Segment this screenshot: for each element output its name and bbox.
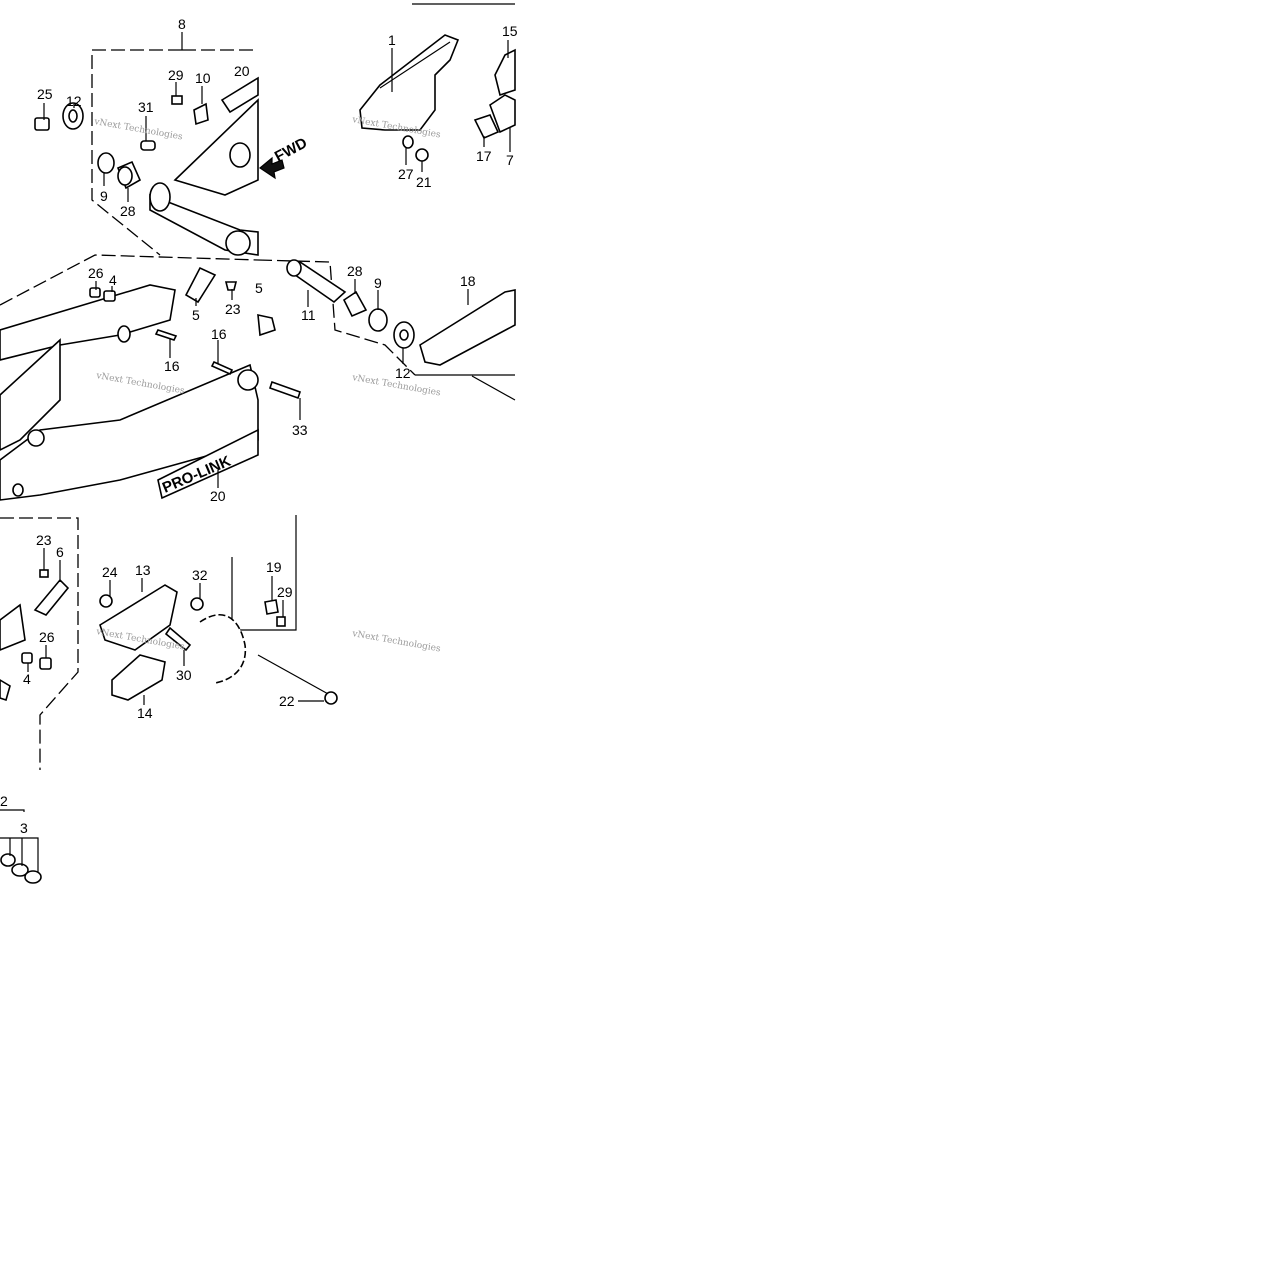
- callout-1: 1: [388, 32, 396, 48]
- chain-slider-5: [184, 266, 217, 304]
- callout-11: 11: [301, 307, 316, 323]
- callout-25: 25: [37, 86, 53, 102]
- callout-9-mid: 9: [374, 275, 382, 291]
- washer-9: [97, 152, 115, 174]
- watermark-3: vNext Technologies: [94, 371, 185, 397]
- nut-24: [99, 594, 113, 608]
- callout-13: 13: [135, 562, 151, 578]
- callout-6: 6: [56, 544, 64, 560]
- pivot-assembly: [34, 76, 259, 256]
- nut-19: [264, 599, 279, 615]
- callout-20-top: 20: [234, 63, 250, 79]
- bolt-29-b: [276, 616, 286, 627]
- callout-4-mid: 4: [109, 272, 117, 288]
- fwd-arrow-icon: [258, 156, 285, 180]
- screw-23-b: [39, 569, 49, 578]
- callout-2: 2: [0, 793, 8, 809]
- callout-27: 27: [398, 166, 414, 182]
- chain-case-assembly: [359, 34, 516, 162]
- fwd-label: FWD: [272, 134, 310, 165]
- collar-10: [193, 102, 209, 126]
- drive-chain: [199, 614, 247, 684]
- callout-33: 33: [292, 422, 308, 438]
- nut-26-b: [39, 657, 52, 670]
- callout-labels: 8 20 29 10 25 12 31 9 28 1 15 17 7 27 21…: [0, 16, 518, 836]
- callout-23-low: 23: [36, 532, 52, 548]
- forward-arrow: FWD: [258, 134, 310, 180]
- callout-12-mid: 12: [395, 365, 411, 381]
- screw-23: [224, 281, 238, 291]
- callout-17: 17: [476, 148, 492, 164]
- group-outlines: [0, 3, 515, 770]
- axle-22: [257, 654, 331, 696]
- leader-lines: [0, 40, 511, 872]
- callout-29-top: 29: [168, 67, 184, 83]
- callout-4-low: 4: [23, 671, 31, 687]
- swingarm: PRO-LINK: [0, 266, 276, 501]
- callout-26-low: 26: [39, 629, 55, 645]
- bolt-29: [171, 95, 183, 105]
- callout-12-top: 12: [66, 93, 82, 109]
- callout-19: 19: [266, 559, 282, 575]
- chain-guide-assembly: [99, 584, 338, 705]
- callout-8: 8: [178, 16, 186, 32]
- bushing-28-b: [342, 290, 368, 318]
- callout-28-mid: 28: [347, 263, 363, 279]
- callout-26-mid: 26: [88, 265, 104, 281]
- callout-7: 7: [506, 152, 514, 168]
- callout-30: 30: [176, 667, 192, 683]
- callout-16-a: 16: [211, 326, 227, 342]
- pivot-nut-25: [34, 117, 50, 131]
- watermark-6: vNext Technologies: [350, 629, 441, 655]
- callout-20-bottom: 20: [210, 488, 226, 504]
- callout-29-low: 29: [277, 584, 293, 600]
- chain-case-1: [359, 34, 460, 131]
- callout-21: 21: [416, 174, 432, 190]
- nut-4-b: [21, 652, 33, 664]
- nut-26: [89, 287, 101, 298]
- callout-15: 15: [502, 23, 518, 39]
- bolt-16-b: [154, 329, 178, 341]
- guide-plate-13: [99, 584, 178, 651]
- callout-22: 22: [279, 693, 295, 709]
- collar-17: [473, 114, 500, 140]
- bolt-30: [164, 626, 192, 652]
- callout-9-top: 9: [100, 188, 108, 204]
- master-link: [0, 853, 42, 884]
- callout-28-top: 28: [120, 203, 136, 219]
- bolt-33: [268, 380, 302, 400]
- guard-15: [494, 48, 516, 97]
- callout-10: 10: [195, 70, 211, 86]
- bolt-16: [210, 360, 234, 376]
- lower-left-group: [0, 569, 70, 702]
- callout-32: 32: [192, 567, 208, 583]
- callout-14: 14: [137, 705, 153, 721]
- bolt-31: [140, 140, 156, 151]
- bolt-32: [190, 597, 204, 611]
- callout-23-mid: 23: [225, 301, 241, 317]
- callout-5-mid: 5: [192, 307, 200, 323]
- callout-31: 31: [138, 99, 154, 115]
- callout-5-edge: 5: [255, 280, 263, 296]
- nut-4: [103, 290, 116, 302]
- guide-block-14: [111, 654, 166, 701]
- callout-16-b: 16: [164, 358, 180, 374]
- callout-3: 3: [20, 820, 28, 836]
- pro-link-decal: [157, 428, 259, 500]
- watermark-1: vNext Technologies: [92, 117, 183, 143]
- callout-24: 24: [102, 564, 118, 580]
- pivot-shaft-assembly: [154, 259, 516, 401]
- callout-18: 18: [460, 273, 476, 289]
- chain-slider-6: [33, 578, 70, 616]
- bracket-7: [489, 94, 516, 134]
- chain-guide-18: [419, 289, 516, 366]
